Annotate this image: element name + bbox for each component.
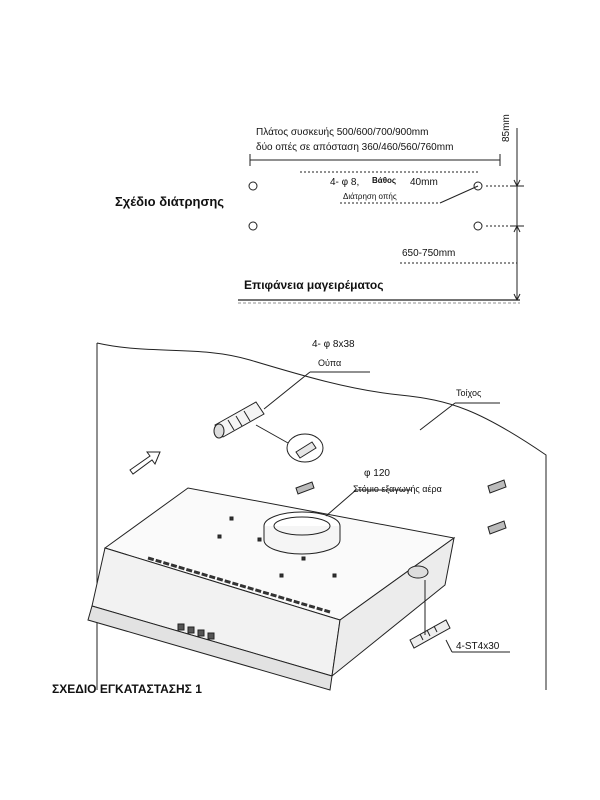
wall-screw-right-1 (487, 479, 507, 494)
hole-diameter-label: Διάτρηση οπής (343, 192, 397, 201)
screw-leader-line (445, 639, 453, 653)
height-dimension-text: 650-750mm (402, 248, 456, 259)
depth-value: 40mm (410, 177, 438, 188)
appliance-width-text: Πλάτος συσκευής 500/600/700/900mm (256, 127, 429, 138)
wall-outline (96, 342, 547, 690)
arrow-down-mid (513, 225, 521, 233)
arrow-up-85 (513, 179, 521, 187)
screw-spec-text: 4-ST4x30 (456, 641, 500, 652)
hole-top-left (248, 181, 258, 191)
vertical-dimension-85mm: 85mm (501, 114, 512, 142)
hole-leader-line (439, 185, 479, 204)
hole-top-right (473, 181, 483, 191)
wall-screw-right-2 (487, 520, 507, 535)
outlet-diameter-text: φ 120 (364, 468, 390, 479)
wall-plug-spec: 4- φ 8x38 (312, 339, 355, 350)
hole-bottom-right (473, 221, 483, 231)
outlet-leader-line (325, 489, 357, 517)
air-outlet-collar (263, 511, 341, 555)
wall-plug-label: Ούπα (318, 358, 342, 368)
direction-arrow (129, 451, 161, 475)
hole-bottom-left (248, 221, 258, 231)
wall-screw-upper-left (295, 481, 315, 495)
air-outlet-label: Στόμιο εξαγωγής αέρα (353, 484, 442, 494)
plug-in-hole (295, 441, 317, 459)
drilling-plan-drawing (238, 128, 524, 304)
hole-count-diameter-text: 4- φ 8, (330, 177, 360, 188)
cooking-surface-label: Επιφάνεια μαγειρέματος (244, 278, 384, 292)
plug-leader-line (263, 371, 311, 410)
plug-hole-circle (286, 433, 324, 463)
hole-spacing-text: δύο οπές σε απόσταση 360/460/560/760mm (256, 142, 454, 153)
installation-figure-title: ΣΧΕΔΙΟ ΕΓΚΑΤΑΣΤΑΣΗΣ 1 (52, 682, 202, 696)
wall-label: Τοίχος (456, 388, 482, 398)
wall-leader-line (419, 402, 456, 431)
drilling-plan-title: Σχέδιο διάτρησης (115, 194, 225, 209)
depth-label: Βάθος (372, 176, 397, 185)
range-hood (87, 487, 456, 691)
plug-to-hole-line (255, 424, 289, 444)
installation-drawing (87, 342, 547, 691)
arrow-down-surface (513, 293, 521, 301)
mounting-screw-long (409, 619, 451, 649)
wall-plug-large (213, 401, 265, 439)
